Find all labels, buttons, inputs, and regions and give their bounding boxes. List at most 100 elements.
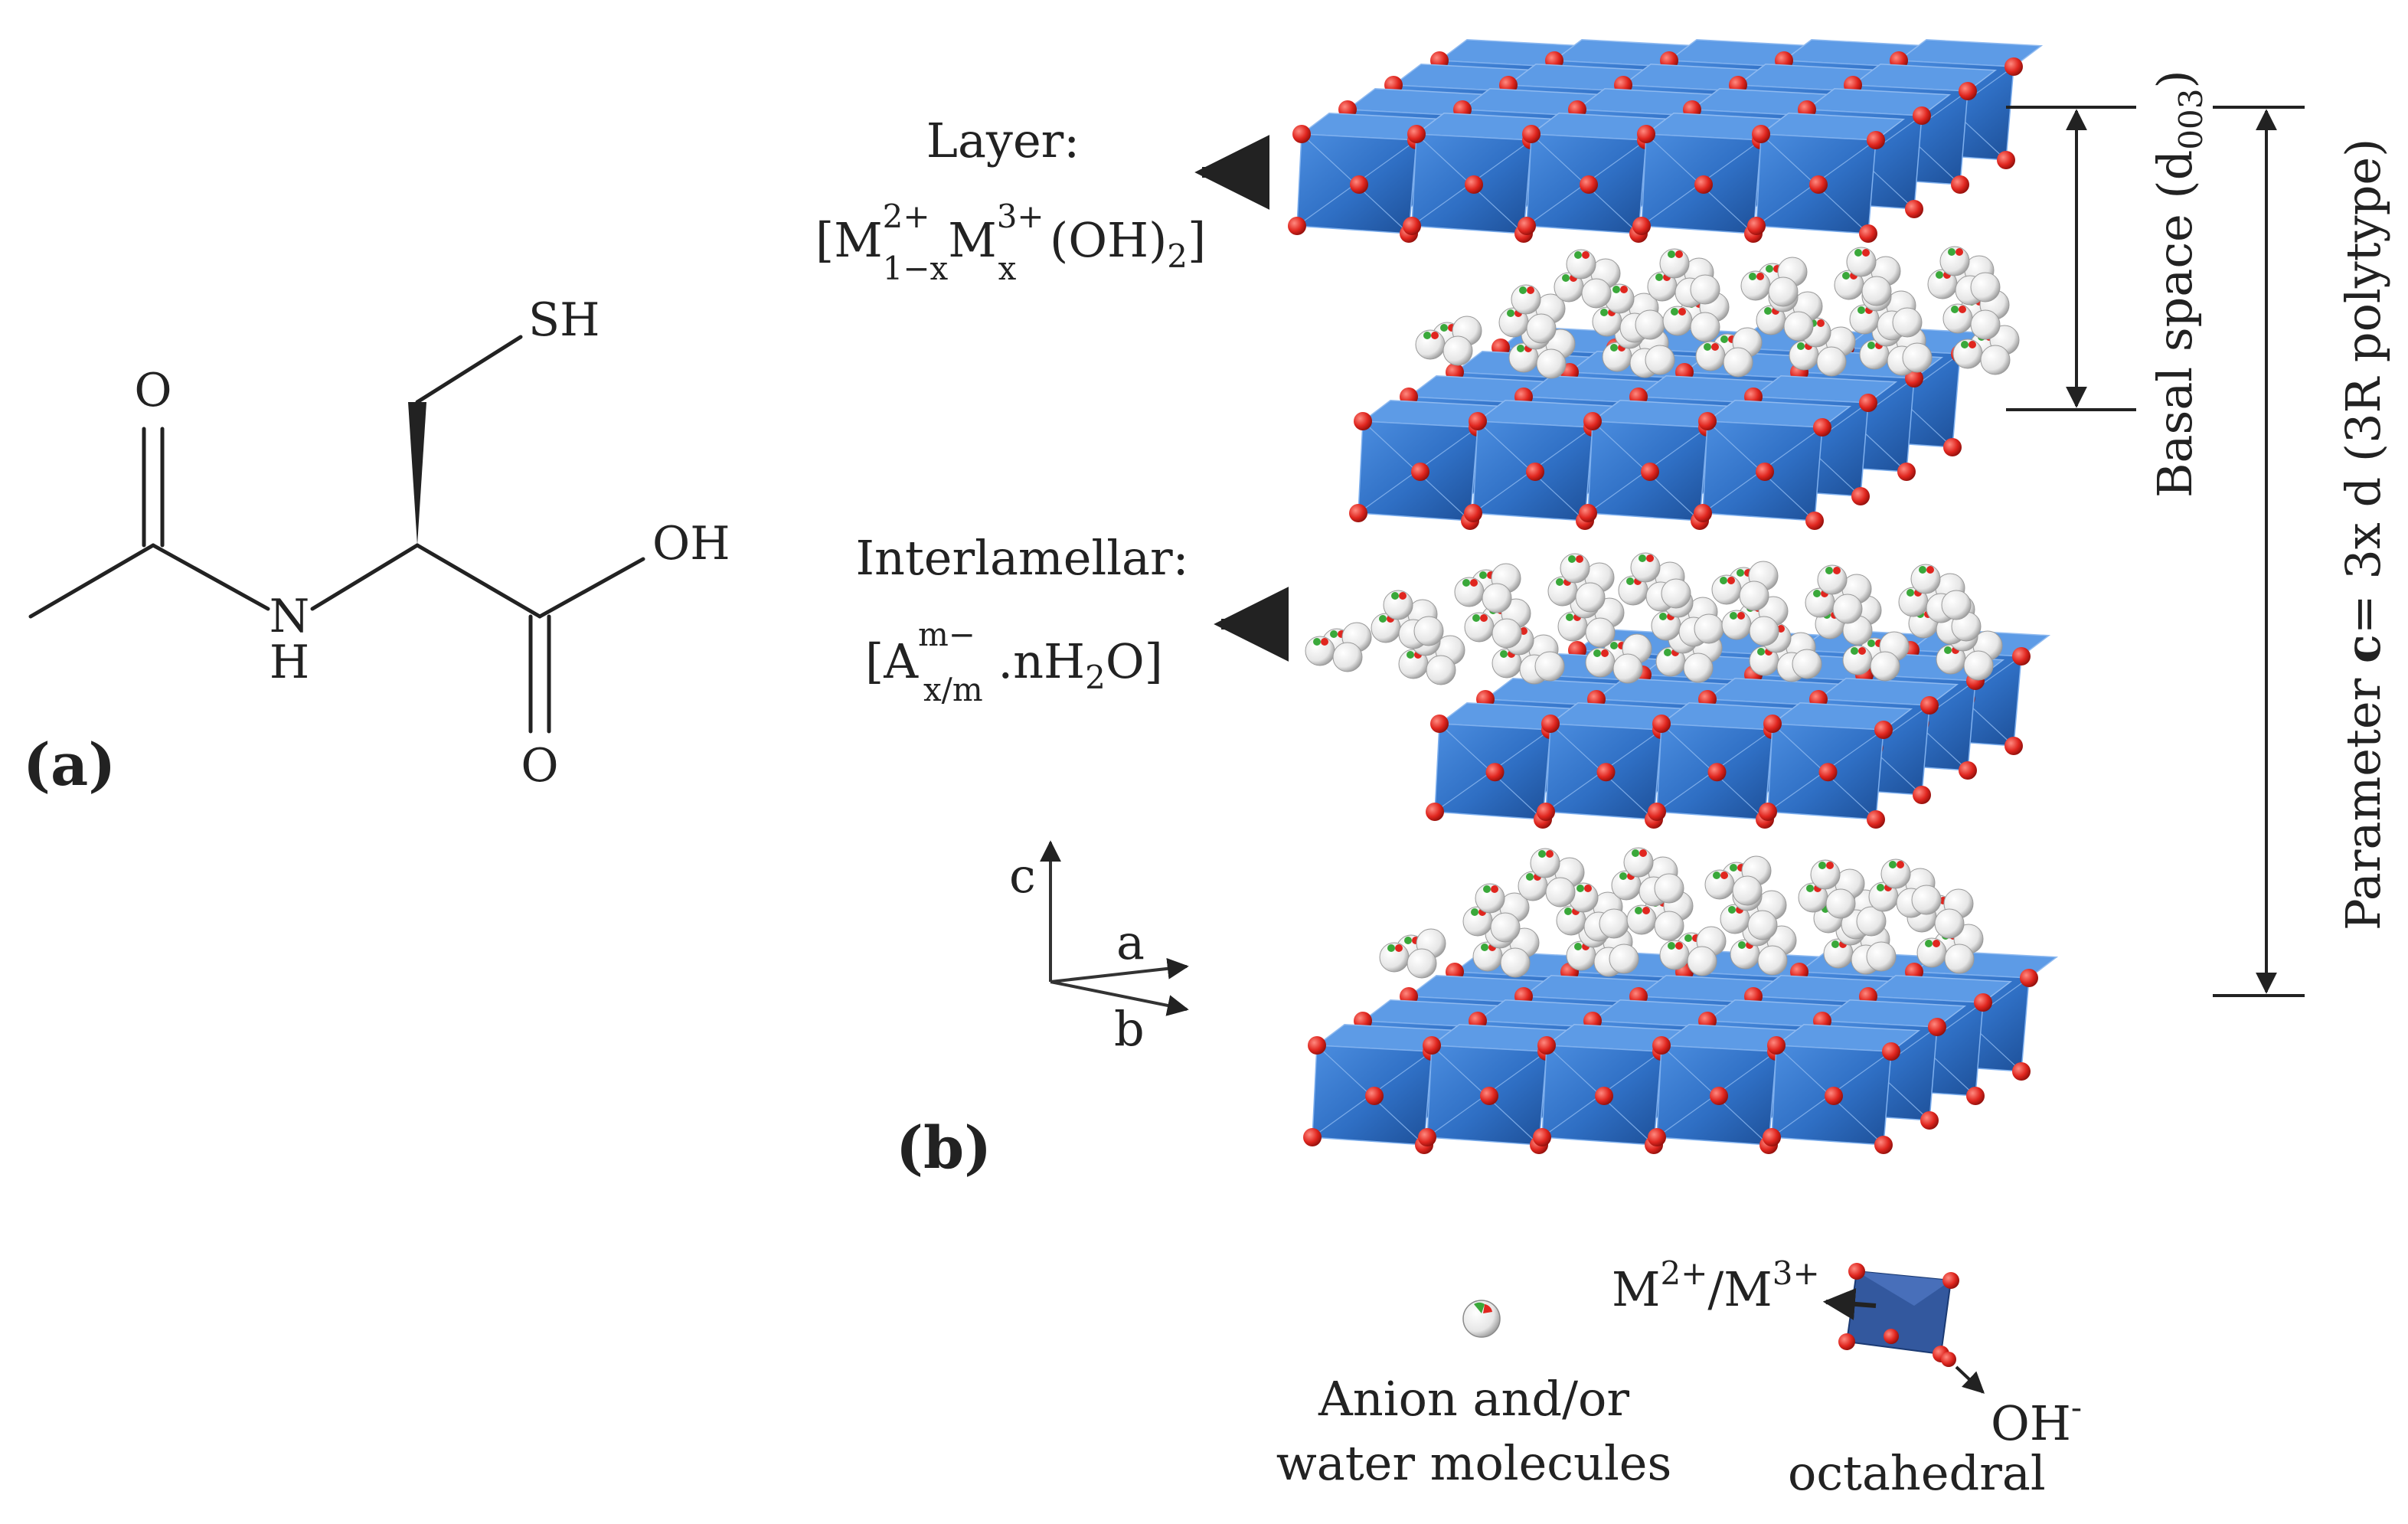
anion-accent bbox=[1671, 308, 1678, 316]
oxygen-atom bbox=[1859, 224, 1877, 243]
anion-accent bbox=[1933, 940, 1940, 947]
anion-accent bbox=[1797, 342, 1805, 350]
anion-accent bbox=[1601, 649, 1609, 657]
axis-a-label: a bbox=[1116, 914, 1145, 970]
structure-labels: Layer: [M2+1−xM3+x (OH)2] Interlamellar:… bbox=[815, 113, 1289, 1182]
axis-a bbox=[1050, 957, 1189, 983]
oxygen-atom bbox=[1533, 1128, 1551, 1146]
anion-accent bbox=[1833, 567, 1841, 574]
anion-accent bbox=[1955, 248, 1963, 256]
water-atom bbox=[1545, 877, 1576, 908]
oxygen-atom bbox=[1652, 1036, 1671, 1055]
oxygen-atom bbox=[1698, 412, 1717, 430]
anion-accent bbox=[1713, 872, 1720, 879]
hydroxide-layers bbox=[1288, 39, 2059, 1154]
anion-accent bbox=[1728, 906, 1736, 914]
oxygen-atom bbox=[1905, 200, 1923, 218]
anion-accent bbox=[1919, 566, 1926, 574]
oxygen-atom bbox=[1905, 369, 1923, 388]
oxygen-atom bbox=[1759, 803, 1777, 821]
interlayer-molecule bbox=[1805, 564, 1872, 624]
water-atom bbox=[1749, 616, 1779, 646]
layer-sub2: x bbox=[998, 250, 1017, 287]
anion-accent bbox=[1655, 273, 1663, 281]
inter-end: O] bbox=[1106, 633, 1163, 689]
oxygen-atom bbox=[1966, 1087, 1985, 1105]
anion-accent bbox=[1646, 554, 1654, 562]
anion-accent bbox=[1517, 345, 1524, 352]
anion-accent bbox=[1610, 642, 1618, 649]
wedge-bond bbox=[408, 402, 426, 545]
oxygen-atom bbox=[1580, 175, 1598, 194]
legend-metal-sup2: 3+ bbox=[1773, 1254, 1820, 1292]
water-atom bbox=[1654, 873, 1684, 904]
legend-metal-arrow bbox=[1822, 1287, 1877, 1320]
octahedron bbox=[1747, 113, 1906, 243]
anion-accent bbox=[1684, 934, 1692, 942]
anion-accent bbox=[1562, 274, 1570, 282]
anion-accent bbox=[1576, 555, 1583, 563]
interlayer-molecule bbox=[1498, 284, 1566, 344]
bond-ch2-s bbox=[415, 335, 523, 404]
anion-accent bbox=[1720, 872, 1728, 879]
anion-accent bbox=[1854, 249, 1862, 257]
anion-accent bbox=[1610, 344, 1618, 352]
anion-accent bbox=[1842, 272, 1850, 280]
anion-accent bbox=[1479, 571, 1487, 579]
oxygen-atom bbox=[1752, 125, 1770, 143]
oxygen-atom bbox=[1825, 1087, 1843, 1105]
anion-accent bbox=[1944, 646, 1952, 654]
water-atom bbox=[1902, 342, 1933, 373]
interlayer-molecule bbox=[1798, 859, 1865, 919]
oxygen-atom bbox=[1583, 412, 1602, 430]
oxygen-atom bbox=[2004, 737, 2023, 755]
water-atom bbox=[1536, 348, 1567, 379]
interlayer-molecule bbox=[1398, 626, 1465, 685]
inter-mid-sub: 2 bbox=[1085, 659, 1106, 696]
water-atom bbox=[1534, 651, 1565, 682]
inter-open: [A bbox=[865, 633, 919, 689]
water-atom bbox=[1870, 651, 1900, 682]
water-atom bbox=[1661, 578, 1691, 609]
water-atom bbox=[1944, 944, 1975, 974]
axis-b bbox=[1050, 980, 1189, 1016]
anion-accent bbox=[1675, 250, 1683, 258]
legend-metal-sep: /M bbox=[1707, 1261, 1772, 1317]
atom-n: N bbox=[270, 590, 310, 643]
oxygen-atom bbox=[1426, 803, 1444, 821]
bond-ca-c bbox=[415, 543, 542, 619]
layer-open: [M bbox=[815, 212, 883, 268]
anion-accent bbox=[1576, 885, 1584, 892]
anion-accent bbox=[1462, 579, 1470, 587]
anion-accent bbox=[1480, 614, 1488, 622]
legend-octahedron bbox=[1838, 1263, 1959, 1367]
param-bold: c bbox=[2335, 634, 2391, 663]
legend-octahedral: octahedral bbox=[1788, 1445, 2046, 1501]
legend-metal-label: M2+/M3+ bbox=[1612, 1254, 1820, 1317]
anion-accent bbox=[1313, 638, 1321, 646]
oxygen-atom bbox=[1648, 1128, 1666, 1146]
interlayer-molecule bbox=[1556, 882, 1629, 942]
bond-n-ca bbox=[310, 543, 420, 611]
layer-sup1: 2+ bbox=[883, 198, 930, 235]
oxygen-atom bbox=[1522, 125, 1541, 143]
oxygen-atom bbox=[1407, 125, 1426, 143]
oxygen-atom bbox=[1913, 106, 1931, 125]
water-atom bbox=[1482, 583, 1512, 613]
anion-accent bbox=[1431, 332, 1439, 339]
oxygen-atom bbox=[1959, 761, 1977, 780]
interlayer-molecule bbox=[1659, 926, 1727, 976]
anion-accent bbox=[1423, 332, 1431, 339]
anion-accent bbox=[1600, 309, 1608, 316]
anion-accent bbox=[1897, 861, 1904, 868]
oxygen-atom bbox=[1541, 715, 1560, 733]
anion-accent bbox=[1858, 647, 1866, 655]
anion-accent bbox=[1749, 273, 1756, 280]
inter-mid: .nH bbox=[983, 633, 1085, 689]
water-atom bbox=[1866, 941, 1897, 972]
anion-accent bbox=[1720, 577, 1727, 584]
water-atom bbox=[1690, 274, 1720, 305]
water-atom bbox=[1575, 582, 1606, 613]
interlayer-molecule bbox=[1305, 622, 1372, 672]
atom-h: H bbox=[270, 636, 309, 689]
